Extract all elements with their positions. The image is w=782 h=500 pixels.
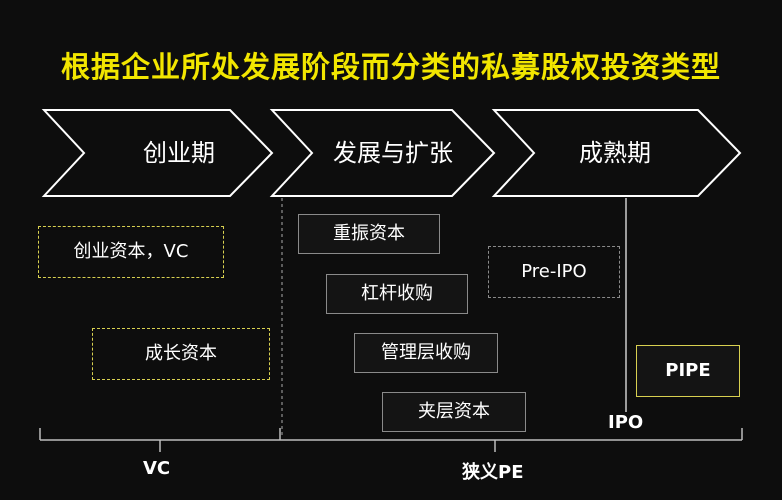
box-leveraged-buyout: 杠杆收购 xyxy=(326,274,468,314)
stage-arrow-mature xyxy=(491,109,742,197)
box-startup-vc: 创业资本，VC xyxy=(38,226,224,278)
box-restructure-capital: 重振资本 xyxy=(298,214,440,254)
diagram-title: 根据企业所处发展阶段而分类的私募股权投资类型 xyxy=(60,50,721,84)
box-management-buyout: 管理层收购 xyxy=(354,333,498,373)
stage-arrow-startup xyxy=(41,109,274,197)
box-pre-ipo: Pre-IPO xyxy=(488,246,620,298)
ipo-marker-label: IPO xyxy=(608,412,644,433)
stage-label-startup: 创业期 xyxy=(143,139,215,167)
stage-arrow-expansion xyxy=(269,109,496,197)
bracket-label-narrow-pe: 狭义PE xyxy=(462,462,524,483)
box-pipe: PIPE xyxy=(636,345,740,397)
box-growth-capital: 成长资本 xyxy=(92,328,270,380)
bracket-label-vc: VC xyxy=(143,458,171,479)
stage-label-expansion: 发展与扩张 xyxy=(333,139,453,167)
box-mezzanine-capital: 夹层资本 xyxy=(382,392,526,432)
stage-label-mature: 成熟期 xyxy=(579,139,651,167)
